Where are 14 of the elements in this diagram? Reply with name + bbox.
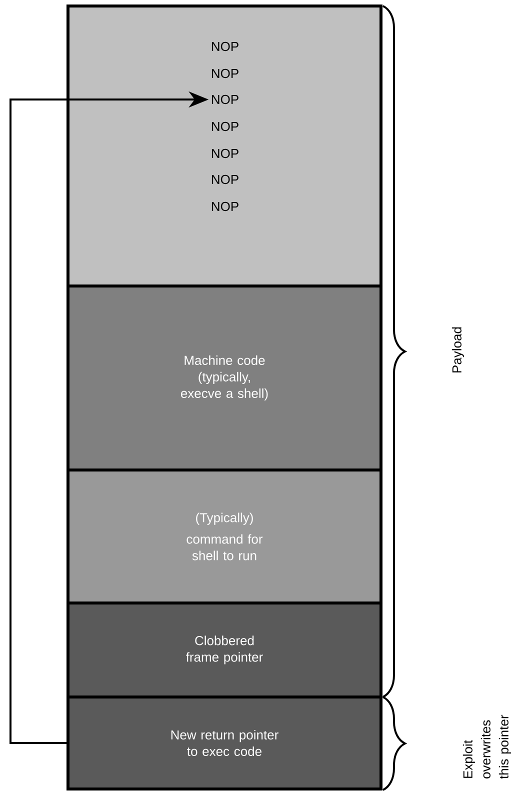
instruction-label: NOP [212, 42, 238, 52]
instruction-label: NOP [212, 148, 238, 158]
memory-block: Machine code (typically, execve a shell) [66, 284, 382, 472]
instruction-label: NOP [212, 94, 238, 104]
instruction-label: NOP [212, 122, 238, 132]
memory-block: (Typically) command for shell to run [66, 468, 382, 604]
memory-block: New return pointer to exec code [66, 696, 382, 790]
instruction-label: NOP [212, 202, 238, 212]
brace-label: Exploit overwrites this pointer [462, 714, 512, 779]
memory-block [66, 4, 382, 288]
instruction-label: NOP [212, 68, 238, 78]
brace-label: Payload [452, 327, 464, 372]
memory-block: Clobbered frame pointer [66, 602, 382, 698]
instruction-label: NOP [212, 174, 238, 184]
